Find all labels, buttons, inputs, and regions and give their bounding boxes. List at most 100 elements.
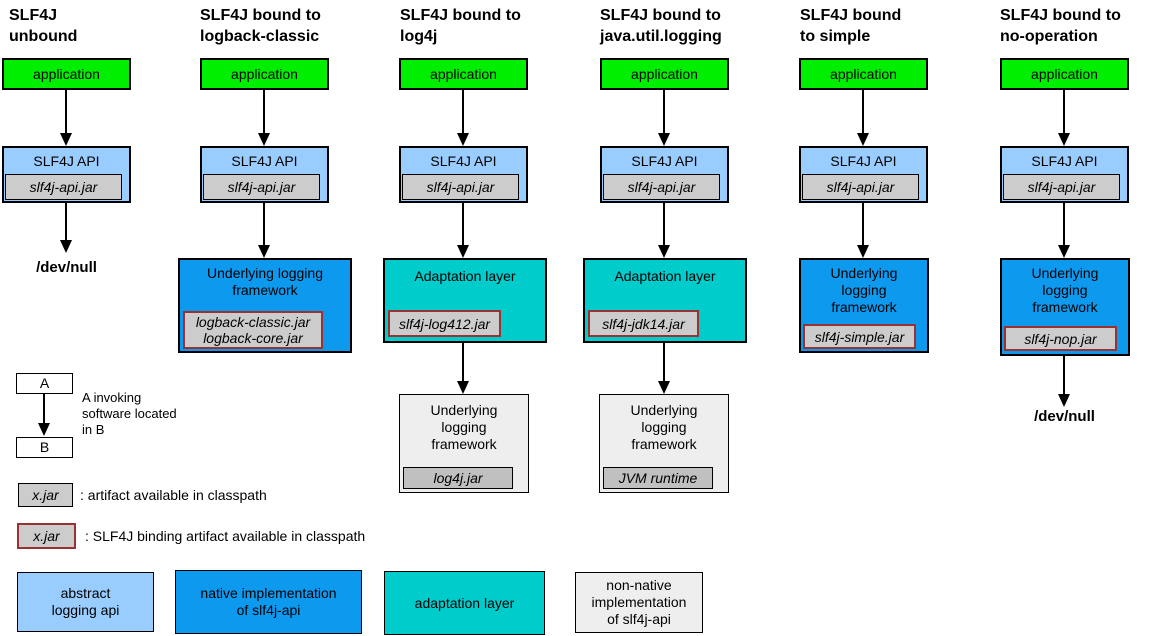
api-jar-badge: slf4j-api.jar bbox=[802, 174, 919, 200]
arrow-head-icon bbox=[857, 245, 869, 258]
underlying-framework-box: Underlying logging framework logback-cla… bbox=[178, 258, 352, 353]
arrow-head-icon bbox=[457, 381, 469, 394]
arrow-down-icon bbox=[1058, 356, 1071, 407]
column-title: SLF4J bound to logback-classic bbox=[200, 7, 321, 45]
slf4j-api-box: SLF4J API slf4j-api.jar bbox=[600, 146, 729, 203]
column-title: SLF4J bound to no-operation bbox=[1000, 7, 1121, 45]
api-jar-badge: slf4j-api.jar bbox=[5, 174, 122, 200]
arrow-head-icon bbox=[457, 245, 469, 258]
arrow-head-icon bbox=[658, 245, 670, 258]
column-title: SLF4J bound to log4j bbox=[400, 7, 521, 45]
slf4j-api-box: SLF4J API slf4j-api.jar bbox=[399, 146, 528, 203]
framework-jar-badge: log4j.jar bbox=[403, 467, 513, 489]
arrow-down-icon bbox=[258, 90, 271, 146]
arrow-shaft bbox=[663, 90, 665, 136]
column-title: SLF4J unbound bbox=[9, 7, 78, 45]
arrow-shaft bbox=[263, 90, 265, 136]
column-title: SLF4J bound to java.util.logging bbox=[600, 7, 722, 45]
dev-null-label: /dev/null bbox=[1034, 408, 1095, 425]
arrow-down-icon bbox=[658, 343, 671, 394]
slf4j-api-label: SLF4J API bbox=[231, 153, 298, 169]
arrow-head-icon bbox=[60, 133, 72, 146]
arrow-down-icon bbox=[457, 90, 470, 146]
slf4j-api-label: SLF4J API bbox=[830, 153, 897, 169]
arrow-shaft bbox=[462, 90, 464, 136]
arrow-shaft bbox=[462, 203, 464, 248]
arrow-shaft bbox=[462, 343, 464, 384]
framework-label: Underlying logging framework bbox=[1031, 265, 1099, 315]
arrow-shaft bbox=[1063, 356, 1065, 397]
binding-jar-badge: logback-classic.jar logback-core.jar bbox=[183, 311, 323, 349]
slf4j-api-box: SLF4J API slf4j-api.jar bbox=[799, 146, 928, 203]
legend-category-native-implementation: native implementation of slf4j-api bbox=[175, 570, 362, 634]
binding-jar-badge: slf4j-jdk14.jar bbox=[588, 310, 699, 337]
api-jar-badge: slf4j-api.jar bbox=[402, 174, 519, 200]
arrow-shaft bbox=[65, 90, 67, 136]
slf4j-api-box: SLF4J API slf4j-api.jar bbox=[200, 146, 329, 203]
arrow-down-icon bbox=[60, 203, 73, 253]
application-box: application bbox=[399, 58, 528, 90]
arrow-shaft bbox=[263, 203, 265, 248]
legend-binding-text: : SLF4J binding artifact available in cl… bbox=[85, 528, 366, 544]
arrow-head-icon bbox=[1058, 245, 1070, 258]
framework-jar-badge: JVM runtime bbox=[603, 467, 713, 489]
binding-jar-badge: slf4j-nop.jar bbox=[1004, 326, 1117, 351]
slf4j-api-box: SLF4J API slf4j-api.jar bbox=[1000, 146, 1129, 203]
arrow-down-icon bbox=[658, 203, 671, 258]
arrow-shaft bbox=[43, 394, 45, 426]
application-box: application bbox=[1000, 58, 1129, 90]
arrow-down-icon bbox=[258, 203, 271, 258]
application-box: application bbox=[200, 58, 329, 90]
arrow-down-icon bbox=[857, 90, 870, 146]
adaptation-label: Adaptation layer bbox=[414, 268, 516, 284]
arrow-shaft bbox=[1063, 90, 1065, 136]
application-box: application bbox=[799, 58, 928, 90]
arrow-shaft bbox=[65, 203, 67, 243]
arrow-head-icon bbox=[38, 423, 50, 436]
column-title: SLF4J bound to simple bbox=[800, 7, 902, 45]
slf4j-api-label: SLF4J API bbox=[631, 153, 698, 169]
framework-label: Underlying logging framework bbox=[830, 265, 898, 315]
arrow-head-icon bbox=[258, 245, 270, 258]
arrow-head-icon bbox=[658, 133, 670, 146]
arrow-head-icon bbox=[1058, 394, 1070, 407]
underlying-framework-box: Underlying logging framework slf4j-nop.j… bbox=[1000, 258, 1130, 356]
framework-label: Underlying logging framework bbox=[430, 402, 498, 452]
arrow-shaft bbox=[862, 203, 864, 248]
arrow-down-icon bbox=[1058, 203, 1071, 258]
slf4j-api-label: SLF4J API bbox=[430, 153, 497, 169]
application-box: application bbox=[2, 58, 131, 90]
legend-category-non-native-implementation: non-native implementation of slf4j-api bbox=[575, 572, 703, 633]
underlying-framework-box: Underlying logging framework JVM runtime bbox=[599, 394, 729, 493]
slf4j-api-label: SLF4J API bbox=[33, 153, 100, 169]
adaptation-layer-box: Adaptation layer slf4j-log412.jar bbox=[383, 258, 547, 343]
arrow-down-icon bbox=[38, 394, 51, 436]
underlying-framework-box: Underlying logging framework slf4j-simpl… bbox=[799, 258, 929, 353]
arrow-head-icon bbox=[857, 133, 869, 146]
arrow-down-icon bbox=[457, 203, 470, 258]
slf4j-api-label: SLF4J API bbox=[1031, 153, 1098, 169]
arrow-down-icon bbox=[60, 90, 73, 146]
arrow-shaft bbox=[1063, 203, 1065, 248]
framework-label: Underlying logging framework bbox=[207, 265, 323, 298]
arrow-head-icon bbox=[457, 133, 469, 146]
arrow-head-icon bbox=[258, 133, 270, 146]
api-jar-badge: slf4j-api.jar bbox=[603, 174, 720, 200]
binding-jar-badge: slf4j-log412.jar bbox=[388, 310, 501, 337]
legend-artifact-text: : artifact available in classpath bbox=[80, 487, 267, 503]
arrow-head-icon bbox=[658, 381, 670, 394]
legend-artifact-swatch: x.jar bbox=[18, 483, 73, 507]
arrow-down-icon bbox=[457, 343, 470, 394]
arrow-down-icon bbox=[857, 203, 870, 258]
legend-invoking-note: A invoking software located in B bbox=[82, 390, 177, 437]
legend-box-b: B bbox=[16, 437, 73, 458]
arrow-down-icon bbox=[1058, 90, 1071, 146]
api-jar-badge: slf4j-api.jar bbox=[1003, 174, 1120, 200]
arrow-shaft bbox=[862, 90, 864, 136]
arrow-down-icon bbox=[658, 90, 671, 146]
legend-category-abstract-logging-api: abstract logging api bbox=[17, 572, 154, 632]
application-box: application bbox=[600, 58, 729, 90]
legend-box-a: A bbox=[16, 373, 73, 394]
adaptation-label: Adaptation layer bbox=[614, 268, 716, 284]
